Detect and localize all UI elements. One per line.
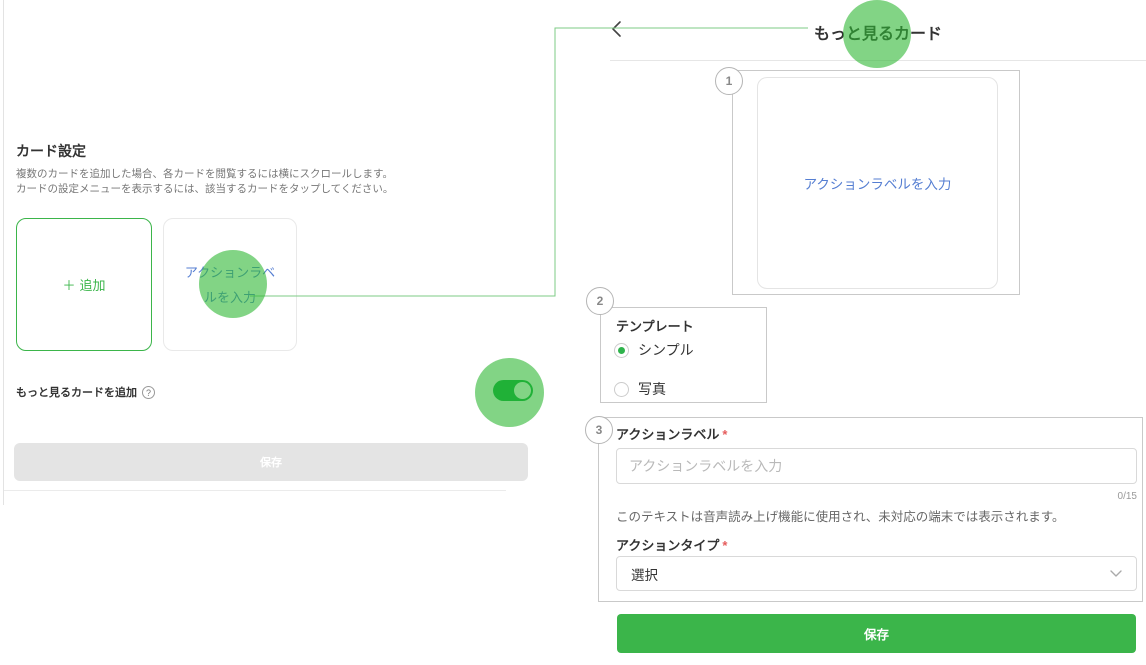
- action-type-selected-value: 選択: [631, 567, 658, 583]
- card-preview-area[interactable]: アクションラベルを入力: [757, 77, 998, 289]
- action-label-text: アクションラベル: [616, 427, 720, 442]
- action-label-help-text: このテキストは音声読み上げ機能に使用され、未対応の端末では表示されます。: [616, 510, 1065, 524]
- chevron-down-icon: [1110, 569, 1122, 577]
- radio-dot: [618, 346, 625, 354]
- action-type-text: アクションタイプ: [616, 538, 720, 553]
- action-label-section-outline: [598, 417, 1143, 602]
- header-divider: [610, 60, 1146, 61]
- description-line-1: 複数のカードを追加した場合、各カードを閲覧するには横にスクロールします。: [16, 168, 393, 180]
- description-line-2: カードの設定メニューを表示するには、該当するカードをタップしてください。: [16, 183, 394, 195]
- radio-button-selected-icon[interactable]: [614, 342, 629, 358]
- radio-option-photo-label: 写真: [638, 381, 666, 397]
- plus-icon: ＋: [62, 278, 76, 293]
- template-section-label: テンプレート: [616, 319, 694, 334]
- char-counter: 0/15: [1117, 491, 1137, 502]
- template-section-outline: [600, 307, 767, 403]
- add-card-button[interactable]: ＋ 追加: [16, 218, 152, 351]
- required-asterisk: *: [722, 427, 728, 442]
- left-save-button-disabled[interactable]: 保存: [14, 443, 528, 481]
- action-label-input[interactable]: [616, 448, 1137, 484]
- annotation-badge-2: 2: [586, 287, 614, 315]
- card-preview-tile[interactable]: アクションラベルを入力: [163, 218, 297, 351]
- radio-option-simple-label: シンプル: [638, 342, 694, 358]
- action-type-field-label: アクションタイプ*: [616, 535, 727, 554]
- save-button[interactable]: 保存: [617, 614, 1136, 653]
- annotation-badge-1: 1: [715, 67, 743, 95]
- preview-action-label-link[interactable]: アクションラベルを入力: [803, 177, 952, 192]
- help-icon[interactable]: ?: [142, 385, 155, 399]
- annotation-badge-3: 3: [585, 416, 613, 444]
- left-panel-bottom-divider: [4, 490, 506, 491]
- left-panel-edge: [3, 0, 4, 505]
- more-card-toggle[interactable]: [493, 380, 533, 401]
- card-settings-title: カード設定: [16, 143, 86, 159]
- action-label-field-label: アクションラベル*: [616, 424, 727, 443]
- radio-button-unselected-icon[interactable]: [614, 381, 629, 397]
- action-type-select[interactable]: 選択: [616, 556, 1137, 591]
- detail-panel-title: もっと見るカード: [813, 26, 942, 43]
- radio-option-photo[interactable]: 写真: [614, 379, 666, 399]
- card-preview-label: アクションラベルを入力: [184, 264, 276, 305]
- card-settings-description: 複数のカードを追加した場合、各カードを閲覧するには横にスクロールします。 カード…: [16, 167, 393, 197]
- required-asterisk: *: [722, 538, 728, 553]
- more-card-toggle-label: もっと見るカードを追加: [16, 387, 137, 399]
- more-card-toggle-label-row: もっと見るカードを追加 ?: [16, 384, 155, 400]
- toggle-knob: [514, 382, 531, 399]
- add-card-label: 追加: [79, 278, 106, 293]
- radio-option-simple[interactable]: シンプル: [614, 340, 694, 360]
